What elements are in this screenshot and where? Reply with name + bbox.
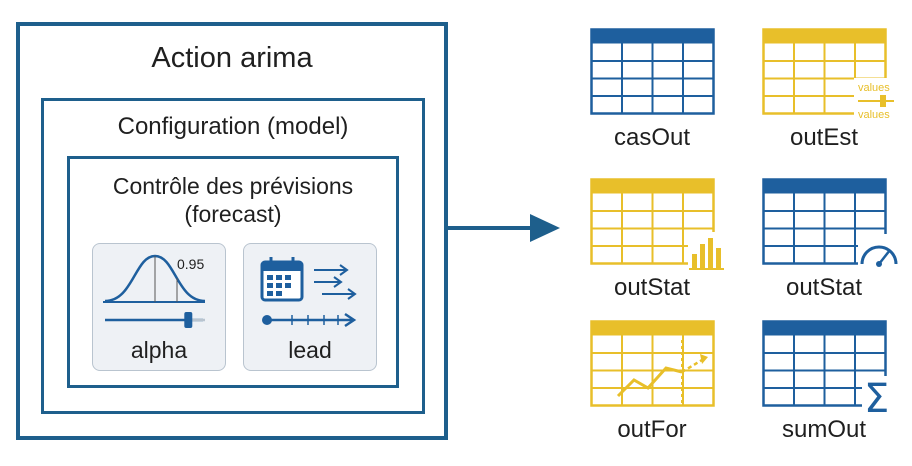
forecast-control-title: Contrôle des prévisions (forecast) <box>67 172 399 228</box>
action-title: Action arima <box>151 42 313 74</box>
forecast-control-title-line2: (forecast) <box>184 201 282 227</box>
sigma-icon: Σ <box>862 376 900 420</box>
sigma-glyph: Σ <box>864 376 889 420</box>
trend-line-icon <box>616 340 708 404</box>
forecast-control-frame <box>67 156 399 388</box>
forward-arrows-icon <box>314 264 357 300</box>
forecast-control-title-line1: Contrôle des prévisions <box>112 173 354 199</box>
configuration-frame <box>41 98 425 414</box>
configuration-title: Configuration (model) <box>117 113 349 140</box>
output-label-outstat: outStat <box>613 274 691 301</box>
alpha-card: 0.95 alpha <box>92 243 226 371</box>
values-bottom-text: values <box>858 109 890 121</box>
alpha-value: 0.95 <box>177 256 205 272</box>
timeline-icon <box>266 312 357 328</box>
output-label-outfor: outFor <box>617 416 687 443</box>
table-icon-0 <box>590 28 715 115</box>
gauge-icon <box>858 234 900 268</box>
output-label-outest: outEst <box>789 124 859 151</box>
alpha-slider-knob <box>184 312 193 328</box>
lead-label: lead <box>288 337 332 363</box>
values-top-text: values <box>858 82 890 94</box>
action-arima-frame <box>16 22 448 440</box>
bar-chart-icon <box>688 232 724 270</box>
table-icon-5: Σ <box>762 320 900 420</box>
table-icon-2 <box>590 178 724 270</box>
alpha-label: alpha <box>130 337 188 363</box>
bell-curve-icon <box>103 254 206 328</box>
lead-icons <box>260 257 357 328</box>
values-slider-icon: values values <box>854 78 898 122</box>
output-label-outstat: outStat <box>785 274 863 301</box>
output-label-casout: casOut <box>613 124 691 151</box>
output-label-sumout: sumOut <box>781 416 867 443</box>
calendar-icon <box>260 257 304 302</box>
table-icon-4 <box>590 320 715 407</box>
table-icon-1: values values <box>762 28 898 122</box>
table-icon-3 <box>762 178 900 268</box>
lead-card: lead <box>243 243 377 371</box>
